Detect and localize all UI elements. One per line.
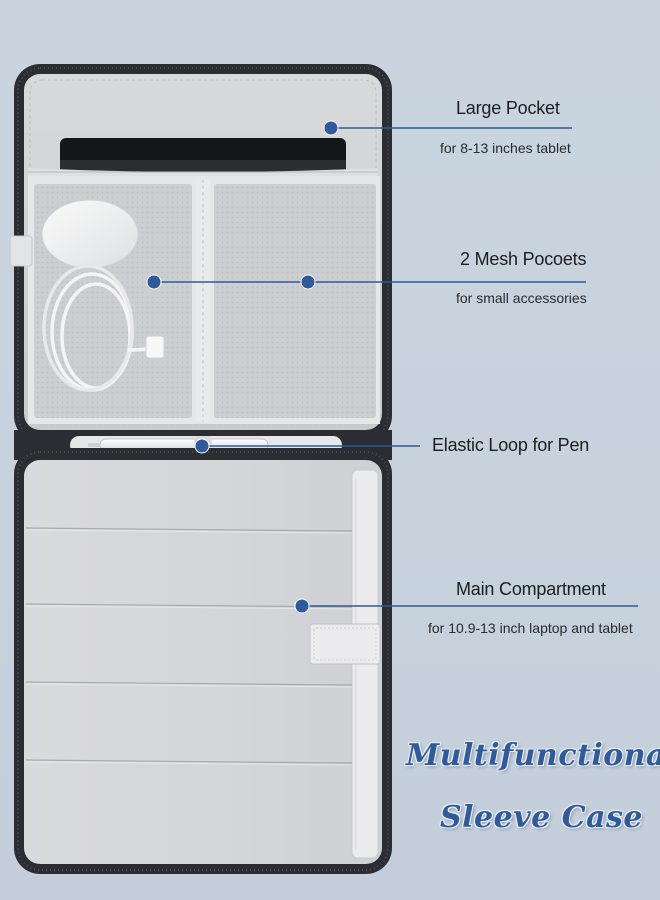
tagline-line-2: Sleeve Case — [440, 800, 643, 835]
callout-large-pocket-subtitle: for 8-13 inches tablet — [440, 140, 571, 156]
callout-mesh-pockets-subtitle: for small accessories — [456, 290, 587, 306]
velcro-strap — [309, 623, 381, 665]
tagline-line-1: Multifunctional — [406, 738, 660, 773]
callout-dots — [146, 120, 339, 614]
coiled-cable — [42, 264, 157, 392]
callout-main-compartment-title: Main Compartment — [456, 579, 606, 599]
mesh-pocket-right — [214, 184, 376, 418]
mouse — [41, 199, 139, 269]
callout-mesh-pockets-title: 2 Mesh Pocoets — [460, 249, 587, 269]
callout-pen-loop-title: Elastic Loop for Pen — [432, 435, 590, 455]
callout-main-compartment-subtitle: for 10.9-13 inch laptop and tablet — [428, 620, 633, 636]
callout-large-pocket-title: Large Pocket — [456, 98, 560, 118]
callout-lines — [154, 127, 638, 607]
